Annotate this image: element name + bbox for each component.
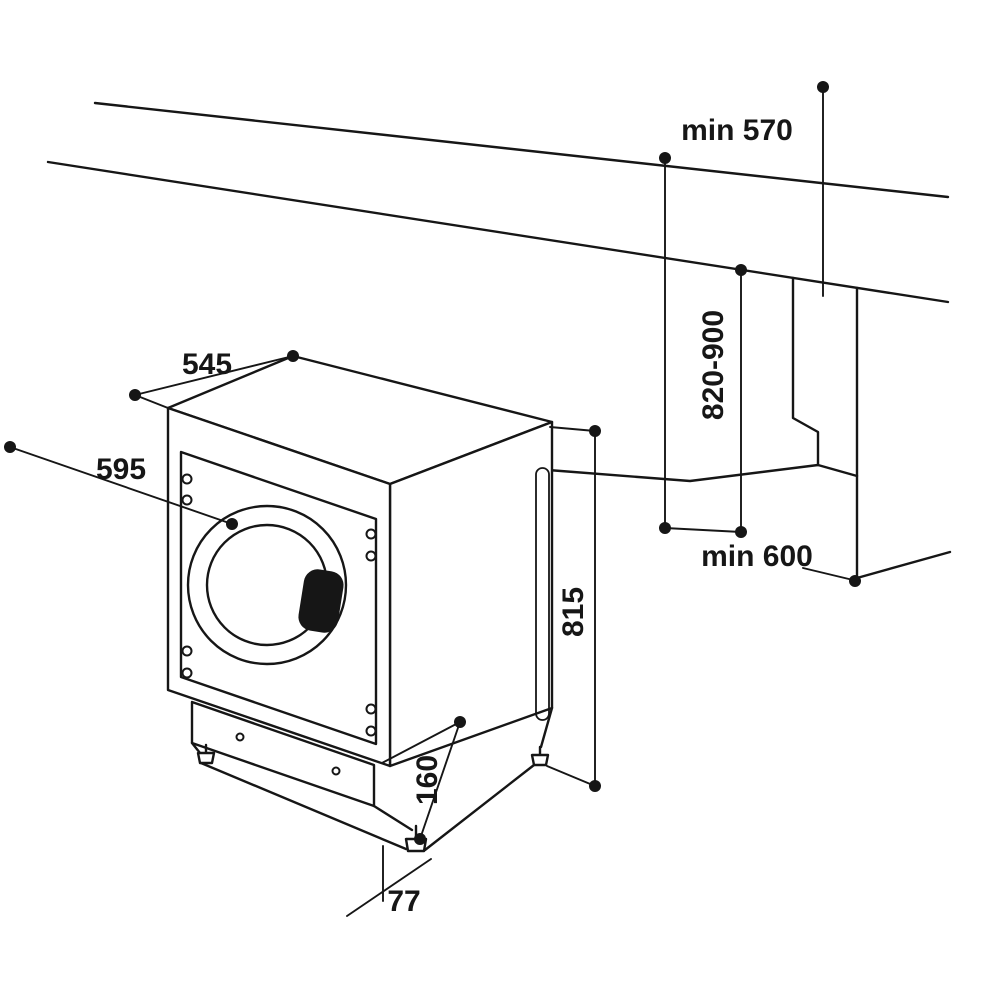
screw-hole-icon	[365, 550, 377, 562]
door-handle	[298, 569, 344, 633]
base-back-joint	[539, 706, 554, 749]
plinth-hole-icon	[331, 766, 341, 776]
screw-holes	[181, 473, 377, 737]
dim-leader-line	[802, 567, 854, 581]
base-right-joint	[372, 804, 414, 832]
dim-extension-line	[381, 721, 461, 764]
dimension-endpoint-dots	[4, 81, 861, 845]
screw-hole-icon	[181, 645, 193, 657]
dim-line	[134, 355, 294, 396]
dimensions: 545 595 815 160 77 min 570	[4, 81, 861, 918]
dim-extension-line	[546, 765, 596, 787]
dim-niche-height-820-900: 820-900	[697, 269, 742, 533]
base-front-edge	[199, 761, 408, 851]
dimension-endpoint-dot	[4, 441, 16, 453]
dimension-endpoint-dot	[454, 716, 466, 728]
washing-machine	[166, 354, 554, 853]
dimension-endpoint-dot	[735, 526, 747, 538]
plinth-hole-icon	[235, 732, 245, 742]
base-side-edge	[423, 763, 536, 852]
dimension-endpoint-dot	[659, 152, 671, 164]
dimension-endpoint-dot	[589, 425, 601, 437]
worktop-lower-line	[46, 160, 950, 304]
dim-label-545: 545	[182, 348, 232, 381]
dim-front-width-595: 595	[9, 446, 233, 525]
dim-top-depth-545: 545	[134, 348, 294, 409]
dim-body-height-815: 815	[546, 426, 596, 787]
right-cabinet	[546, 276, 952, 580]
dimension-endpoint-dot	[226, 518, 238, 530]
screw-hole-icon	[365, 703, 377, 715]
machine-front-face	[166, 406, 392, 768]
base-and-feet	[190, 706, 554, 853]
dim-extension-line	[549, 426, 596, 432]
screw-hole-icon	[181, 667, 193, 679]
dim-label-min-600: min 600	[701, 540, 813, 573]
cabinet-panel-notch	[791, 276, 820, 467]
dimension-endpoint-dot	[735, 264, 747, 276]
dim-min-depth-570: min 570	[664, 86, 824, 529]
worktop-upper-line	[93, 101, 950, 199]
machine-side-face	[388, 420, 554, 768]
dim-label-77: 77	[387, 885, 420, 918]
dim-line	[419, 721, 461, 840]
dimension-endpoint-dot	[129, 389, 141, 401]
dimension-endpoint-dot	[849, 575, 861, 587]
dim-foot-height-77: 77	[346, 845, 432, 918]
dim-line	[664, 527, 742, 533]
dim-line	[346, 858, 432, 917]
dimension-endpoint-dot	[414, 833, 426, 845]
cabinet-panel-bottom	[816, 463, 859, 478]
worktop	[46, 101, 950, 304]
screw-hole-icon	[365, 725, 377, 737]
adjustable-foot	[530, 753, 550, 767]
dim-line	[9, 446, 233, 525]
dim-label-595: 595	[96, 453, 146, 486]
screw-hole-icon	[365, 528, 377, 540]
dimension-endpoint-dot	[817, 81, 829, 93]
screw-hole-icon	[181, 473, 193, 485]
front-frame-inner	[179, 450, 378, 746]
base-left-joint	[190, 741, 202, 755]
screw-hole-icon	[181, 494, 193, 506]
dimension-endpoint-dot	[287, 350, 299, 362]
door-outer-ring	[186, 504, 348, 666]
dim-label-160: 160	[411, 755, 444, 805]
dim-label-min-570: min 570	[681, 114, 793, 147]
dimension-endpoint-dot	[589, 780, 601, 792]
dim-min-width-600: min 600	[664, 527, 854, 581]
adjustable-foot	[196, 751, 216, 765]
floor-line-right	[855, 550, 952, 580]
dim-label-820-900: 820-900	[697, 310, 730, 420]
dim-plinth-height-160: 160	[381, 721, 461, 840]
dim-label-815: 815	[557, 587, 590, 637]
niche-bottom-line	[546, 463, 820, 483]
dimension-endpoint-dot	[659, 522, 671, 534]
side-panel-edge-line	[535, 467, 550, 721]
